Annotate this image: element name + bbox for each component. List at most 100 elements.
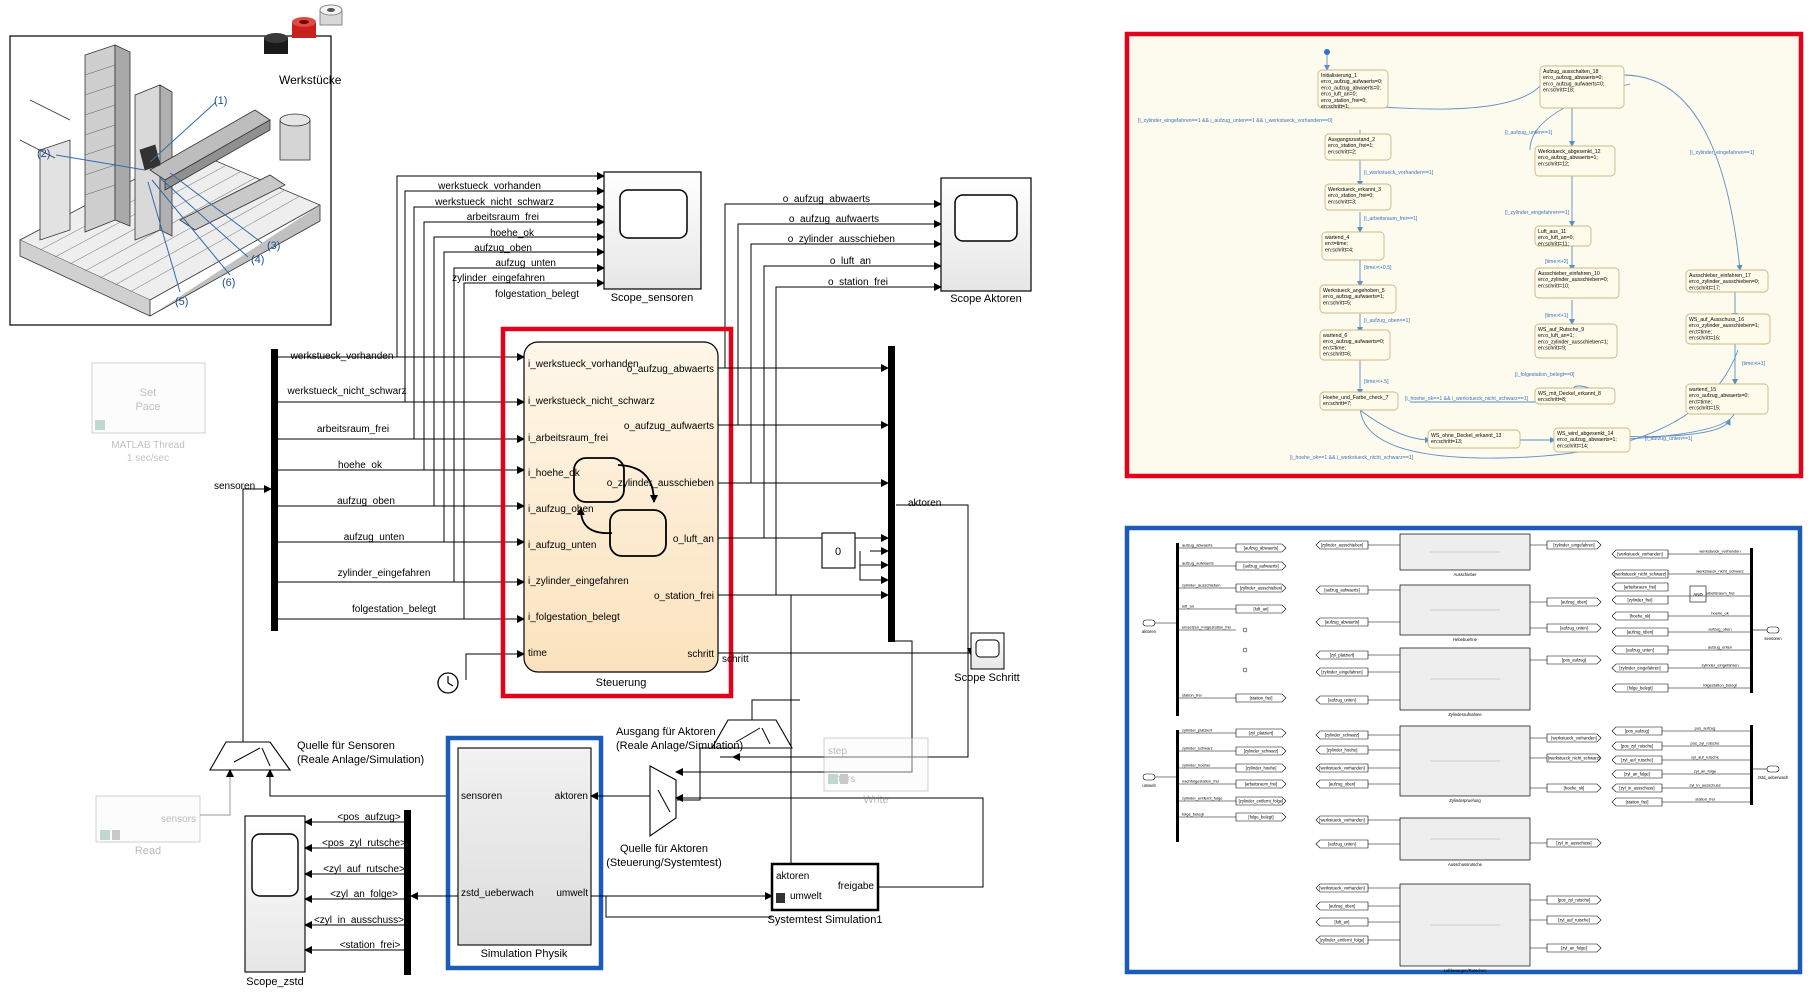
read-block[interactable]: sensors Read xyxy=(95,795,201,857)
goto-tag[interactable]: [zylinder_schwarz] xyxy=(1235,746,1287,756)
actor-source-switch[interactable] xyxy=(649,765,677,838)
from-tag[interactable]: [zylinder_frei] xyxy=(1611,595,1669,605)
chart-state[interactable]: WS_wird_abgesenkt_14en:o_aufzug_abwaerts… xyxy=(1553,427,1631,453)
from-tag[interactable]: [aufzug_abwaerts] xyxy=(1315,617,1369,627)
chart-state[interactable]: WS_auf_Rutsche_9en:o_luft_an=1;en:o_zyli… xyxy=(1534,323,1618,359)
from-tag[interactable]: [aufzug_unten] xyxy=(1315,695,1369,705)
goto-tag[interactable]: [zylinder_entfernt_folge] xyxy=(1235,796,1287,806)
subsystem-block[interactable]: Ausschussrutsche xyxy=(1399,817,1531,867)
clock-icon[interactable] xyxy=(437,672,459,694)
chart-state[interactable]: wartend_15en:o_aufzug_abwaerts=0;en:t=ti… xyxy=(1685,383,1769,415)
and-block[interactable]: AND xyxy=(1689,585,1707,603)
from-tag[interactable]: [zyl_platziert] xyxy=(1315,650,1369,660)
goto-tag[interactable]: [aufzug_abwaerts] xyxy=(1235,543,1287,553)
port-label: i_aufzug_oben xyxy=(528,504,594,515)
goto-tag[interactable]: [pos_aufzug] xyxy=(1546,655,1602,665)
chart-state[interactable]: Initialisierung_1en:o_aufzug_aufwaerts=0… xyxy=(1317,69,1389,110)
subsystem-block[interactable]: Hebebuehne xyxy=(1399,584,1531,642)
from-tag[interactable]: [aufzug_unten] xyxy=(1315,839,1369,849)
simulation-physik-block[interactable]: sensoren zstd_ueberwach aktoren umwelt S… xyxy=(457,747,592,960)
from-tag[interactable]: [werkstueck_vorhanden] xyxy=(1611,549,1669,559)
from-tag[interactable]: [zylinder_entfernt_folge] xyxy=(1315,935,1369,945)
chart-state[interactable]: Hoehe_und_Farbe_check_7en:schritt=7; xyxy=(1319,391,1399,411)
goto-tag[interactable]: [luft_an] xyxy=(1235,604,1287,614)
scope-aktoren-block[interactable]: Scope Aktoren xyxy=(940,177,1032,305)
from-tag[interactable]: [aufzug_aufwaerts] xyxy=(1315,585,1369,595)
zstd-bus-bar[interactable] xyxy=(404,810,411,975)
from-tag[interactable]: [luft_an] xyxy=(1315,917,1369,927)
write-block[interactable]: step actors Write xyxy=(823,737,929,806)
from-tag[interactable]: [zylinder_eingefahren] xyxy=(1611,663,1669,673)
from-tag[interactable]: [pos_aufzug] xyxy=(1611,726,1663,736)
goto-tag[interactable]: [aufzug_unten] xyxy=(1546,623,1602,633)
from-tag[interactable]: [werkstueck_nicht_schwarz] xyxy=(1611,569,1669,579)
steuerung-chart-block[interactable]: i_werkstueck_vorhanden i_werkstueck_nich… xyxy=(523,341,719,689)
from-tag[interactable]: [zyl_auf_rutsche] xyxy=(1611,755,1663,765)
goto-tag[interactable]: [zyl_an_folge] xyxy=(1546,943,1602,953)
goto-tag[interactable]: [zylinder_ausschieben] xyxy=(1235,583,1287,593)
set-pace-block[interactable]: Set Pace MATLAB Thread 1 sec/sec xyxy=(91,362,206,464)
goto-tag[interactable]: [zyl_platziert] xyxy=(1235,728,1287,738)
systemtest-block[interactable]: aktoren umwelt freigabe Systemtest Simul… xyxy=(768,862,883,926)
from-tag[interactable]: [aufzug_oben] xyxy=(1611,627,1669,637)
from-tag[interactable]: [pos_zyl_rutsche] xyxy=(1611,741,1663,751)
scope-sensoren-block[interactable]: Scope_sensoren xyxy=(603,171,702,304)
tag-label: [zylinder_ausschieben] xyxy=(1240,586,1283,591)
from-tag[interactable]: [zyl_in_ausschuss] xyxy=(1611,783,1663,793)
goto-tag[interactable]: [zyl_in_ausschuss] xyxy=(1546,838,1602,848)
goto-tag[interactable]: [zyl_auf_rutsche] xyxy=(1546,915,1602,925)
goto-tag[interactable]: [zylinder_hoehe] xyxy=(1235,763,1287,773)
subsystem-block[interactable]: Zylinderpruefung xyxy=(1399,725,1531,803)
state-action: en:o_aufzug_abwaerts=0; xyxy=(1689,393,1749,399)
scope-zstd-block[interactable]: Scope_zstd xyxy=(244,815,306,988)
goto-tag[interactable]: [werkstueck_nicht_schwarz] xyxy=(1546,753,1602,763)
from-tag[interactable]: [station_frei] xyxy=(1611,797,1663,807)
goto-tag[interactable]: [hoehe_ok] xyxy=(1546,783,1602,793)
chart-state[interactable]: wartend_4en:t=time;en:schritt=4; xyxy=(1321,231,1385,261)
from-tag[interactable]: [zyl_an_folge] xyxy=(1611,769,1663,779)
goto-tag[interactable]: [arbeitsraum_frei] xyxy=(1235,779,1287,789)
sensor-source-switch[interactable] xyxy=(209,741,292,771)
from-tag[interactable]: [arbeitsraum_frei] xyxy=(1611,582,1669,592)
subsystem-block[interactable]: Zylinderaufnahme xyxy=(1399,647,1531,717)
from-tag[interactable]: [werkstueck_vorhanden] xyxy=(1315,883,1369,893)
from-tag[interactable]: [aufzug_oben] xyxy=(1315,901,1369,911)
goto-tag[interactable]: [pos_zyl_rutsche] xyxy=(1546,895,1602,905)
from-tag[interactable]: [aufzug_oben] xyxy=(1315,779,1369,789)
goto-tag[interactable]: [werkstueck_vorhanden] xyxy=(1546,733,1602,743)
from-tag[interactable]: [hoehe_ok] xyxy=(1611,611,1669,621)
actor-out-switch[interactable] xyxy=(711,719,793,749)
constant-block[interactable]: 0 xyxy=(821,532,856,569)
state-name: Werkstueck_abgesenkt_12 xyxy=(1538,149,1601,155)
subsystem-block[interactable]: Luftbewegen/Rutschen xyxy=(1399,883,1531,973)
chart-state[interactable]: Werkstueck_erkannt_3en:o_station_frei=0;… xyxy=(1324,183,1392,211)
chart-state[interactable]: Ausschieber_einfahren_17en:o_zylinder_au… xyxy=(1685,269,1769,293)
goto-tag[interactable]: [aufzug_oben] xyxy=(1546,597,1602,607)
from-tag[interactable]: [werkstueck_vorhanden] xyxy=(1315,763,1369,773)
chart-state[interactable]: WS_auf_Ausschuss_16en:o_zylinder_ausschi… xyxy=(1685,313,1771,345)
chart-state[interactable]: Ausschieber_einfahren_10en:o_zylinder_au… xyxy=(1534,267,1620,299)
from-tag[interactable]: [zylinder_eingefahren] xyxy=(1315,667,1369,677)
from-tag[interactable]: [zylinder_ausschieben] xyxy=(1315,540,1369,550)
goto-tag[interactable]: [zylinder_eingefahren] xyxy=(1546,540,1602,550)
chart-state[interactable]: Aufzug_ausschalten_18en:o_aufzug_abwaert… xyxy=(1539,65,1625,109)
goto-tag[interactable]: [folge_belegt] xyxy=(1235,812,1287,822)
from-tag[interactable]: [aufzug_unten] xyxy=(1611,645,1669,655)
goto-tag[interactable]: [aufzug_aufwaerts] xyxy=(1235,561,1287,571)
subsystem-block[interactable]: Ausschieber xyxy=(1399,533,1531,577)
from-tag[interactable]: [werkstueck_vorhanden] xyxy=(1315,815,1369,825)
chart-state[interactable]: Werkstueck_abgesenkt_12en:o_aufzug_abwae… xyxy=(1534,145,1616,177)
from-tag[interactable]: [zylinder_hoehe] xyxy=(1315,745,1369,755)
chart-state[interactable]: wartend_6en:o_aufzug_aufwaerts=0;en:t=ti… xyxy=(1319,329,1391,361)
goto-tag[interactable]: [station_frei] xyxy=(1235,693,1287,703)
chart-state[interactable]: Werkstueck_angehoben_5en:o_aufzug_aufwae… xyxy=(1319,284,1397,314)
from-tag[interactable]: [zylinder_schwarz] xyxy=(1315,730,1369,740)
chart-state[interactable]: Ausgangszustand_2en:o_station_frei=1;en:… xyxy=(1324,133,1392,161)
actor-mux-bar[interactable] xyxy=(888,346,895,642)
chart-state[interactable]: WS_mit_Deckel_erkannt_8en:schritt=8; xyxy=(1534,387,1616,405)
sensor-demux-bar[interactable] xyxy=(271,349,278,631)
from-tag[interactable]: [folge_belegt] xyxy=(1611,683,1669,693)
scope-schritt-block[interactable]: Scope Schritt xyxy=(954,632,1020,684)
